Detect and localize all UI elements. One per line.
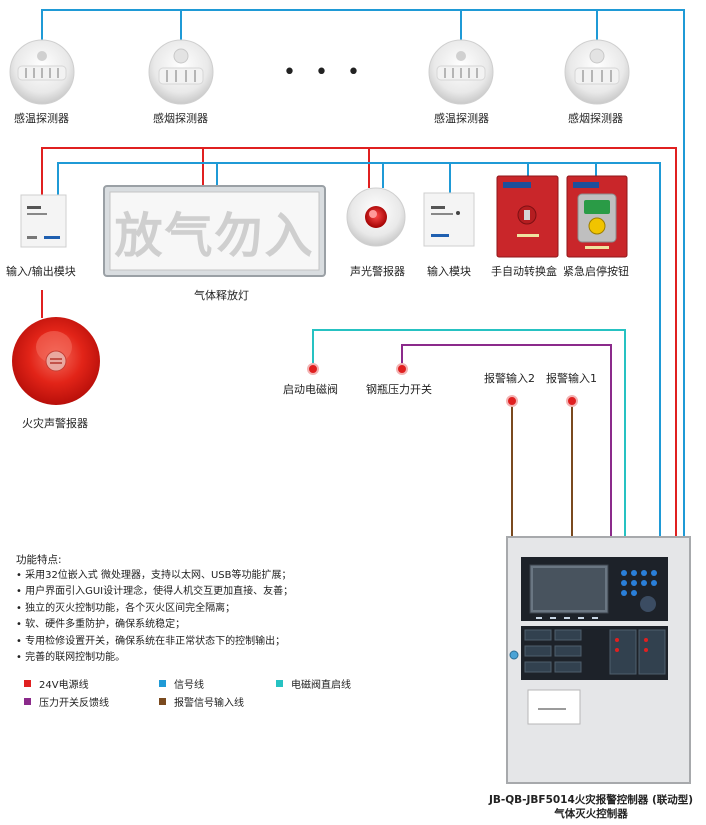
controller-subtitle: 气体灭火控制器 bbox=[554, 808, 628, 820]
manual-auto-switch-box-icon bbox=[496, 175, 559, 258]
feature-item: • 独立的灭火控制功能，各个灭火区间完全隔离； bbox=[16, 602, 236, 614]
feature-item: • 完善的联网控制功能。 bbox=[16, 652, 126, 664]
legend-swatch bbox=[159, 680, 166, 687]
legend-alarm-input: 报警信号输入线 bbox=[159, 694, 244, 709]
power-line bbox=[41, 147, 677, 560]
manual-auto-label: 手自动转换盒 bbox=[491, 265, 557, 278]
gas-lamp-label: 气体释放灯 bbox=[194, 289, 249, 302]
features-title: 功能特点: bbox=[16, 554, 62, 566]
input-module-label: 输入模块 bbox=[427, 265, 471, 278]
feature-item: • 采用32位嵌入式 微处理器，支持以太网、USB等功能扩展； bbox=[16, 570, 292, 581]
feature-item: • 软、硬件多重防护，确保系统稳定； bbox=[16, 619, 186, 631]
fire-bell-label: 火灾声警报器 bbox=[22, 417, 88, 430]
controller-title: JB-QB-JBF5014火灾报警控制器 (联动型) bbox=[488, 794, 694, 806]
alarm-input-2-label: 报警输入2 bbox=[484, 372, 535, 385]
legend-swatch bbox=[24, 680, 31, 687]
signal-line-devices bbox=[57, 162, 661, 560]
solenoid-line bbox=[312, 329, 626, 560]
detector-label-heat-1: 感温探测器 bbox=[14, 112, 69, 125]
alarm-input-1-label: 报警输入1 bbox=[546, 372, 597, 385]
legend-solenoid: 电磁阀直启线 bbox=[276, 676, 351, 691]
io-module-icon bbox=[20, 194, 67, 248]
input-module-icon bbox=[423, 192, 475, 247]
legend-signal: 信号线 bbox=[159, 676, 204, 691]
legend-label: 24V电源线 bbox=[39, 680, 89, 691]
io-module-label: 输入/输出模块 bbox=[6, 265, 76, 278]
legend-label: 信号线 bbox=[174, 680, 204, 691]
detector-label-smoke-1: 感烟探测器 bbox=[153, 112, 208, 125]
legend-pressure: 压力开关反馈线 bbox=[24, 694, 109, 709]
sound-light-alarm-icon bbox=[346, 187, 406, 247]
detector-ellipsis: • • • bbox=[283, 60, 366, 85]
legend-label: 压力开关反馈线 bbox=[39, 698, 109, 709]
gas-release-lamp-icon bbox=[103, 185, 326, 277]
pressure-switch-label: 钢瓶压力开关 bbox=[366, 383, 432, 396]
fire-alarm-controller-icon bbox=[506, 536, 691, 784]
feature-item: • 专用检修设置开关，确保系统在非正常状态下的控制输出； bbox=[16, 635, 286, 647]
features-list: • 采用32位嵌入式 微处理器，支持以太网、USB等功能扩展； • 用户界面引入… bbox=[16, 568, 293, 666]
signal-line-top bbox=[41, 9, 685, 560]
detector-heat-2-icon bbox=[428, 39, 494, 105]
legend-swatch bbox=[276, 680, 283, 687]
pressure-line bbox=[401, 344, 612, 560]
emergency-stop-button-icon bbox=[566, 175, 628, 258]
solenoid-label: 启动电磁阀 bbox=[283, 383, 338, 396]
sound-light-label: 声光警报器 bbox=[350, 265, 405, 278]
legend-label: 电磁阀直启线 bbox=[291, 680, 351, 691]
detector-heat-1-icon bbox=[9, 39, 75, 105]
legend-power: 24V电源线 bbox=[24, 676, 89, 691]
terminal-dots bbox=[307, 363, 578, 407]
detector-label-heat-2: 感温探测器 bbox=[434, 112, 489, 125]
feature-item: • 用户界面引入GUI设计理念，使得人机交互更加直接、友善； bbox=[16, 586, 294, 598]
detector-label-smoke-2: 感烟探测器 bbox=[568, 112, 623, 125]
detector-smoke-1-icon bbox=[148, 39, 214, 105]
detector-smoke-2-icon bbox=[564, 39, 630, 105]
legend-swatch bbox=[24, 698, 31, 705]
fire-bell-icon bbox=[12, 317, 100, 405]
gas-lamp-text: 放气勿入 bbox=[114, 208, 315, 264]
emergency-label: 紧急启停按钮 bbox=[563, 265, 629, 278]
legend-label: 报警信号输入线 bbox=[174, 698, 244, 709]
legend-swatch bbox=[159, 698, 166, 705]
